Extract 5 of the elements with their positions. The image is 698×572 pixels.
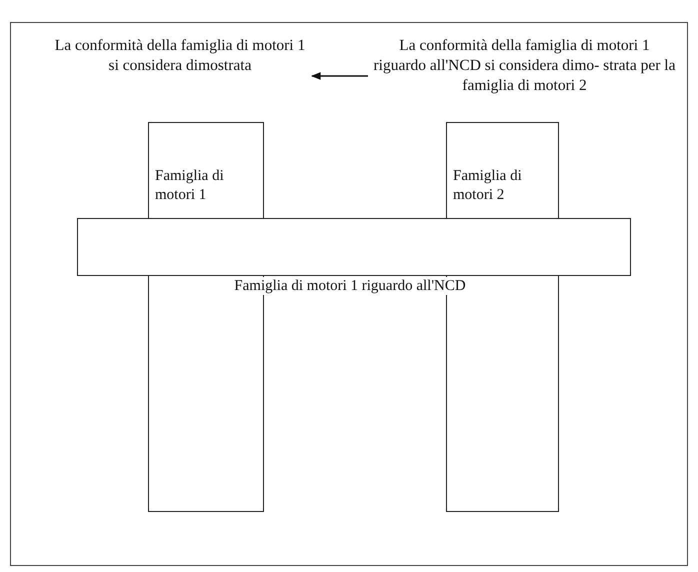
note-text: La conformità della famiglia di motori 1 si considera dimostrata — [50, 36, 310, 76]
note-text: La conformità della famiglia di motori 1 riguardo all'NCD si considera dimo- strata per la famiglia di motori 2 — [372, 36, 677, 96]
arrow — [311, 72, 368, 80]
box-label: Famiglia di motori 1 — [155, 167, 225, 205]
box-label: Famiglia di motori 2 — [453, 167, 523, 205]
